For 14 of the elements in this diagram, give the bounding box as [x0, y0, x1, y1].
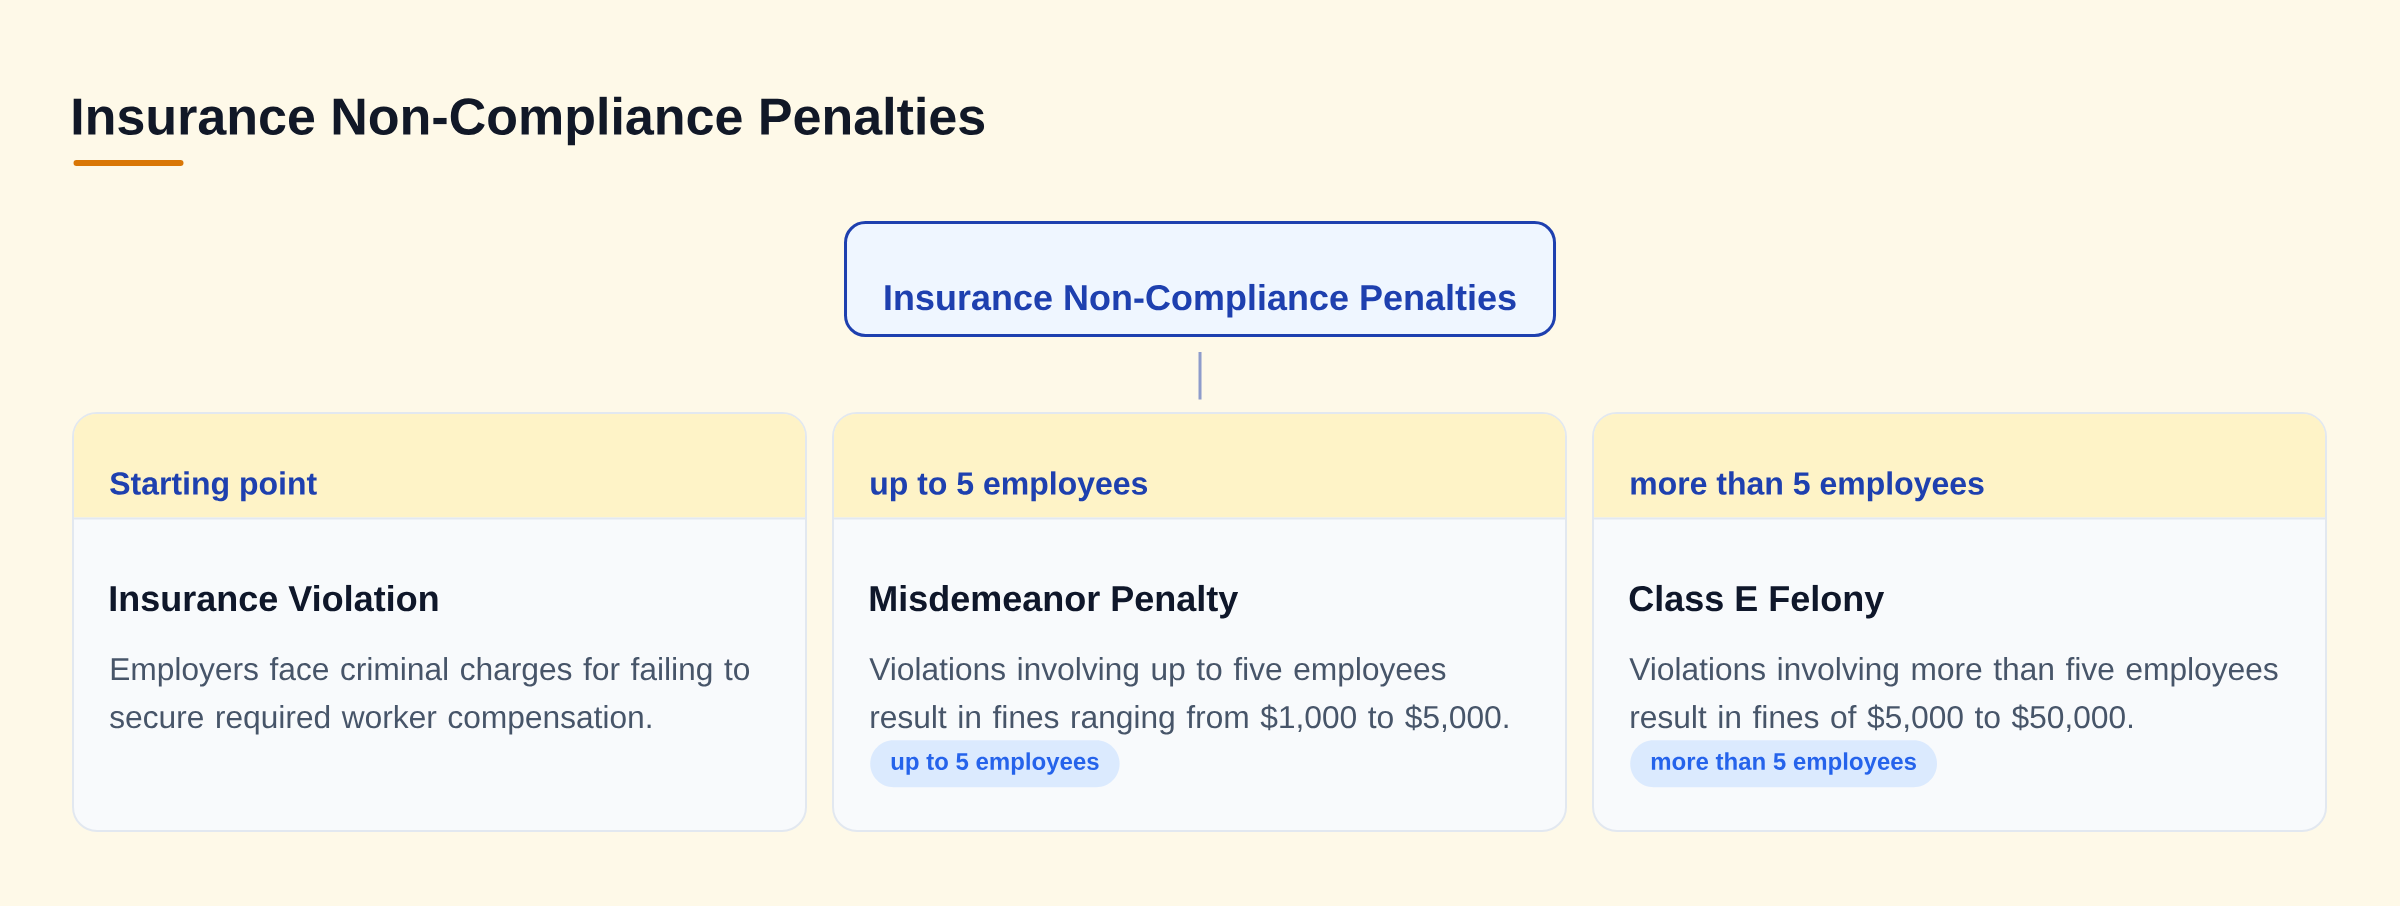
card-header: up to 5 employees [833, 414, 1566, 520]
card-title: Insurance Violation [110, 584, 438, 612]
title-box: Insurance Non-Compliance Penalties [844, 221, 1556, 337]
card-title: Misdemeanor Penalty [870, 584, 1239, 619]
card-header: Starting point [73, 414, 806, 520]
card-text: Violations involving more than five employees result in fines of $5,000 to $50,000. [1629, 657, 2278, 733]
title: Insurance Non-Compliance Penalties [73, 96, 985, 146]
badge: up to 5 employees [870, 740, 1120, 788]
card-text: Employers face criminal charges for failing to secure required worker compensation. [110, 657, 750, 735]
card-text: Violations involving up to five employees result in fines ranging from $1,000 to $5,000. [869, 657, 1508, 735]
card-title: Class E Felony [1629, 584, 1885, 619]
connector-line [1198, 352, 1202, 400]
badge: more than 5 employees [1630, 740, 1937, 788]
card-header: more than 5 employees [1593, 414, 2327, 520]
